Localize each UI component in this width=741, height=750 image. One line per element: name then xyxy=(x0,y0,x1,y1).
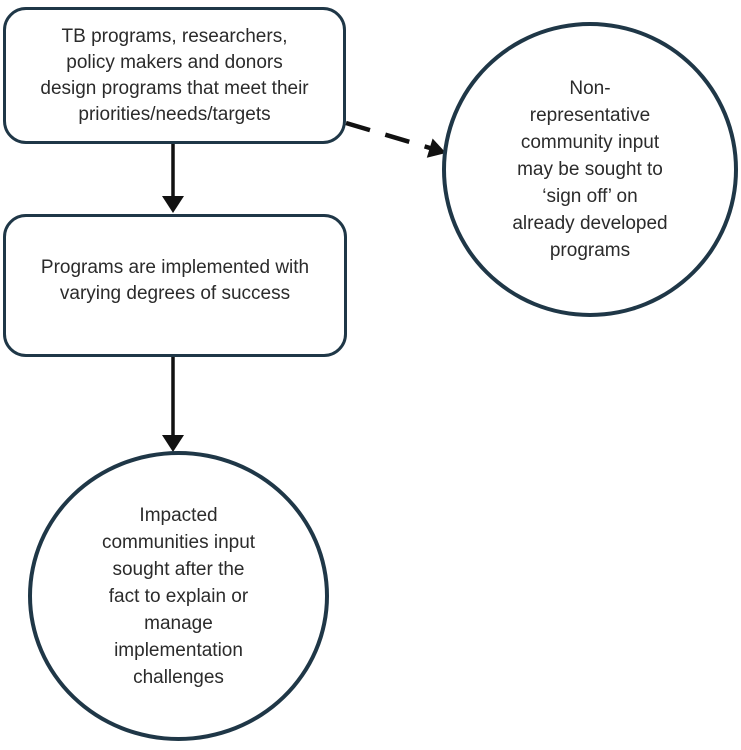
node-nonrepresentative-input-text: Non- representative community input may … xyxy=(512,78,668,261)
arrow-implemented-to-impacted xyxy=(162,357,184,452)
node-design-programs: TB programs, researchers, policy makers … xyxy=(3,7,346,144)
node-nonrepresentative-input: Non- representative community input may … xyxy=(442,22,738,317)
arrow-dashed-design-to-signoff xyxy=(345,120,446,158)
node-design-programs-text: TB programs, researchers, policy makers … xyxy=(40,25,309,125)
node-programs-implemented-text: Programs are implemented with varying de… xyxy=(40,257,310,304)
node-impacted-communities: Impacted communities input sought after … xyxy=(28,451,329,741)
node-programs-implemented: Programs are implemented with varying de… xyxy=(3,214,347,357)
node-impacted-communities-text: Impacted communities input sought after … xyxy=(101,504,256,688)
arrow-design-to-implemented xyxy=(162,144,184,213)
